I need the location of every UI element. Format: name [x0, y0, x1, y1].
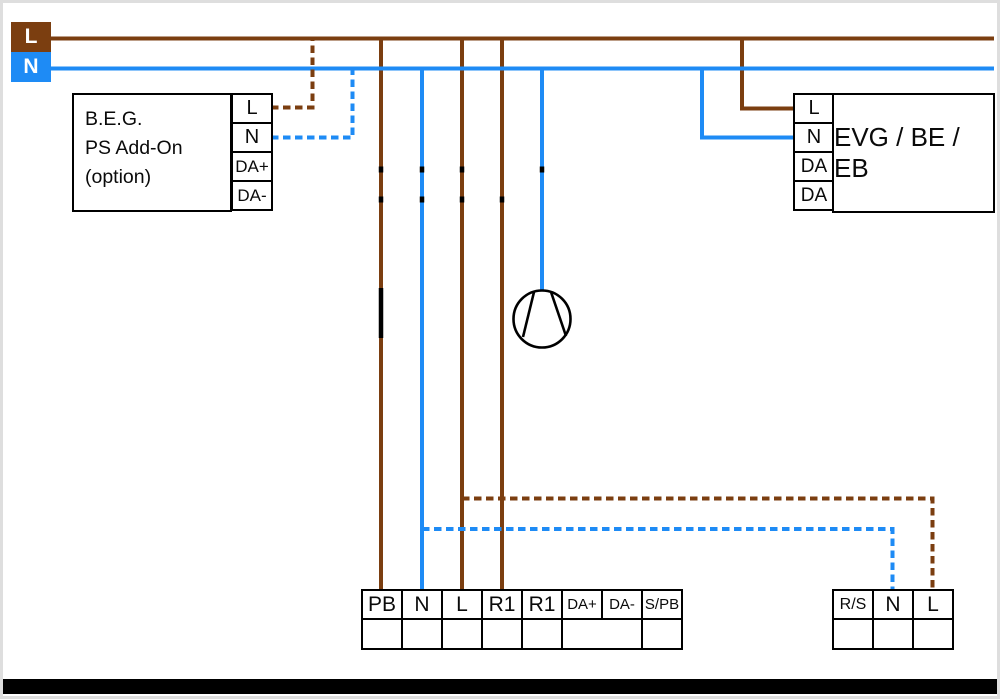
evg-terminal-n: N [793, 122, 835, 153]
ps-addon-name-line2: PS Add-On [85, 137, 183, 159]
ps-addon-terminal-da-plus: DA+ [231, 151, 273, 182]
terminal-pb: PB [361, 589, 403, 620]
terminal-n-bottom: N [401, 589, 443, 620]
terminal-s-pb: S/PB [641, 589, 683, 620]
evg-terminal-da1: DA [793, 151, 835, 182]
terminal-r1-a: R1 [481, 589, 523, 620]
terminal-l-bottom: L [441, 589, 483, 620]
ps-addon-terminal-n: N [231, 122, 273, 153]
terminal-slot [641, 618, 683, 650]
terminal-slot [441, 618, 483, 650]
rs-strip-l-dashed-wire [462, 496, 935, 590]
bottom-terminal-strip: PB N L R1 R1 DA+ DA- S/PB [361, 589, 683, 650]
terminal-rs: R/S [832, 589, 874, 620]
ps-addon-name-line3: (option) [85, 166, 152, 188]
ps-addon-terminal-column: L N DA+ DA- [231, 93, 273, 211]
terminal-da-plus: DA+ [561, 589, 603, 620]
n-rail-badge: N [11, 52, 51, 82]
terminal-r1-b: R1 [521, 589, 563, 620]
terminal-slot [912, 618, 954, 650]
wires-layer [50, 36, 994, 590]
terminal-slot [361, 618, 403, 650]
terminal-slot-wide [561, 618, 643, 650]
ps-addon-n-dashed-wire [271, 68, 355, 140]
evg-terminal-da2: DA [793, 180, 835, 211]
evg-terminal-l: L [793, 93, 835, 124]
bottom-right-terminal-strip: R/S N L [832, 589, 954, 650]
l-rail-badge: L [11, 22, 51, 52]
lamp-icon [512, 289, 572, 349]
terminal-n-right: N [872, 589, 914, 620]
ps-addon-l-dashed-wire [271, 38, 315, 110]
evg-n-wire [700, 68, 794, 140]
terminal-l-right: L [912, 589, 954, 620]
rs-strip-n-dashed-wire [422, 527, 895, 590]
wire-tick-marks [378, 166, 545, 203]
evg-box: EVG / BE / EB [832, 93, 995, 213]
ps-addon-terminal-da-minus: DA- [231, 180, 273, 211]
evg-l-wire [740, 38, 794, 111]
terminal-slot [521, 618, 563, 650]
terminal-slot [401, 618, 443, 650]
terminal-slot [832, 618, 874, 650]
bottom-black-bar [3, 679, 997, 694]
ps-addon-terminal-l: L [231, 93, 273, 124]
terminal-slot [481, 618, 523, 650]
evg-terminal-column: L N DA DA [793, 93, 835, 211]
ps-addon-name-line1: B.E.G. [85, 108, 143, 130]
terminal-da-minus: DA- [601, 589, 643, 620]
ps-addon-box: B.E.G. PS Add-On (option) [72, 93, 232, 212]
terminal-slot [872, 618, 914, 650]
